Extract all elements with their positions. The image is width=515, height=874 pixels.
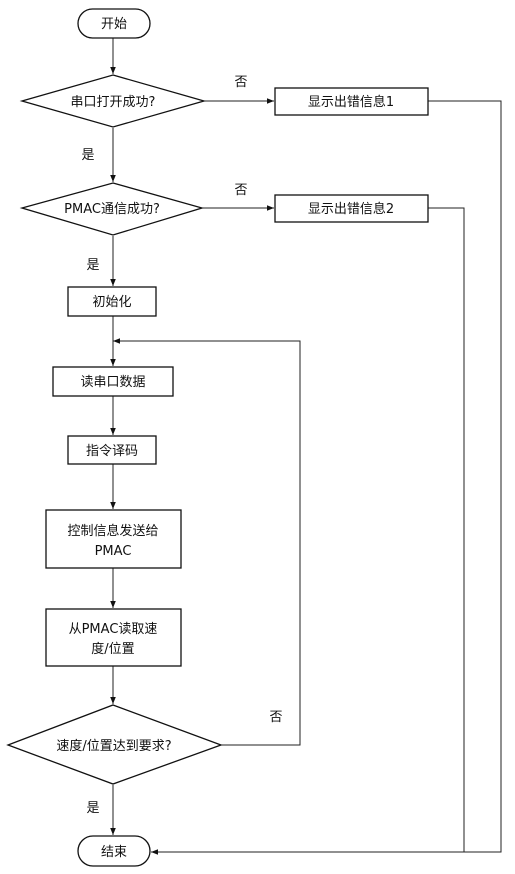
send-box: 控制信息发送给 PMAC — [45, 509, 182, 569]
decode-label: 指令译码 — [86, 444, 138, 459]
read-serial-label: 读串口数据 — [80, 375, 145, 390]
serial-no-label: 否 — [234, 75, 247, 90]
decode-box: 指令译码 — [67, 435, 157, 465]
pmac-decision: PMAC通信成功? — [19, 182, 205, 236]
error1-label: 显示出错信息1 — [308, 94, 394, 110]
error2-box: 显示出错信息2 — [274, 194, 429, 223]
arrow-error1-to-end — [151, 100, 502, 855]
pmac-yes-label: 是 — [86, 258, 99, 273]
connectors — [110, 38, 502, 855]
send-label-line2: PMAC — [95, 544, 132, 559]
start-label: 开始 — [101, 17, 127, 32]
start-terminal: 开始 — [77, 8, 151, 39]
serial-decision: 串口打开成功? — [19, 74, 207, 128]
serial-yes-label: 是 — [81, 148, 94, 163]
speed-decision: 速度/位置达到要求? — [6, 704, 223, 785]
serial-decision-label: 串口打开成功? — [71, 95, 156, 110]
read-pmac-label-line1: 从PMAC读取速 — [69, 622, 158, 637]
read-pmac-label-line2: 度/位置 — [91, 641, 134, 657]
speed-no-label: 否 — [269, 710, 282, 725]
line-error2-to-end — [428, 207, 465, 852]
send-label-line1: 控制信息发送给 — [67, 523, 158, 539]
pmac-decision-label: PMAC通信成功? — [64, 202, 160, 217]
loop-back-arrow — [113, 338, 301, 746]
error1-box: 显示出错信息1 — [274, 87, 429, 116]
read-serial-box: 读串口数据 — [52, 366, 174, 397]
end-terminal: 结束 — [77, 835, 151, 867]
init-label: 初始化 — [92, 295, 131, 310]
pmac-no-label: 否 — [234, 183, 247, 198]
speed-decision-label: 速度/位置达到要求? — [56, 738, 171, 754]
error2-label: 显示出错信息2 — [308, 201, 394, 217]
speed-yes-label: 是 — [86, 801, 99, 816]
end-label: 结束 — [101, 845, 127, 860]
init-box: 初始化 — [67, 286, 157, 317]
read-pmac-box: 从PMAC读取速 度/位置 — [45, 608, 182, 667]
